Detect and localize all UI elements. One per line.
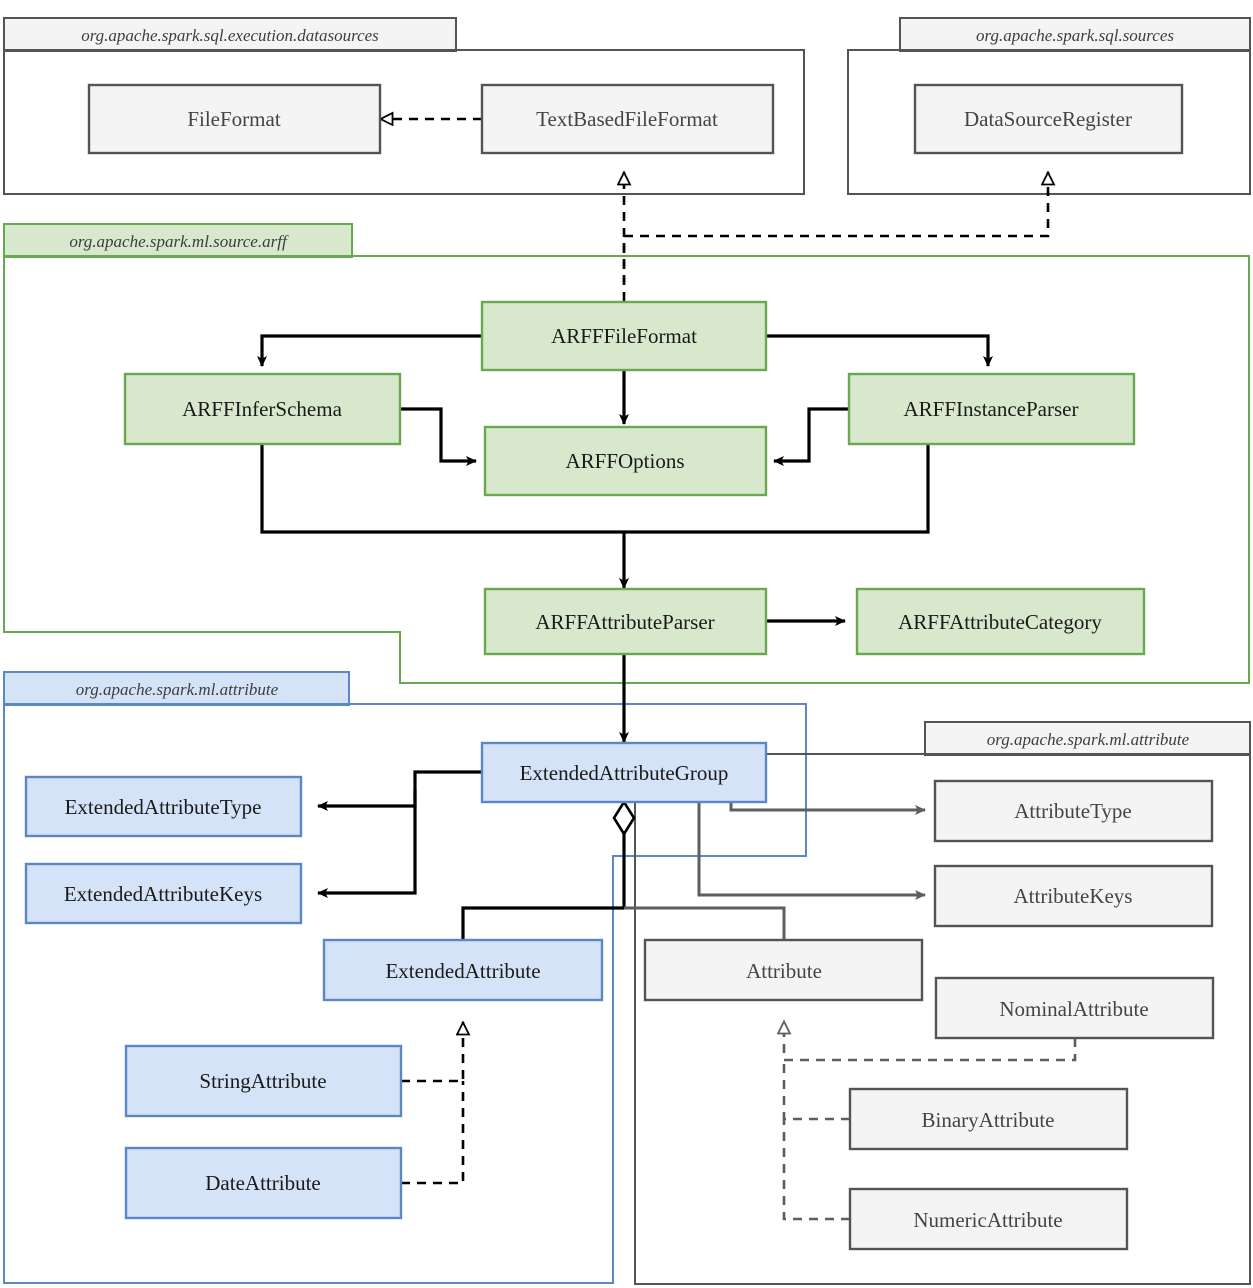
edge-aggregation-to-attribute bbox=[624, 906, 786, 940]
package-arff-label: org.apache.spark.ml.source.arff bbox=[69, 232, 289, 251]
edge-arfffileformat-to-inferschema bbox=[257, 334, 482, 367]
aggregation-diamond-icon bbox=[612, 799, 636, 837]
package-sqlsources-tab bbox=[899, 17, 1251, 52]
package-sqlsources-label: org.apache.spark.sql.sources bbox=[976, 26, 1174, 45]
edge-inferschema-to-attributeparser bbox=[260, 444, 629, 589]
edge-inferschema-to-options bbox=[400, 407, 477, 466]
class-binary-attribute-label: BinaryAttribute bbox=[922, 1108, 1055, 1132]
class-string-attribute-label: StringAttribute bbox=[199, 1069, 326, 1093]
package-datasources: org.apache.spark.sql.execution.datasourc… bbox=[3, 17, 805, 195]
package-arff-body bbox=[3, 255, 1250, 684]
relation-edges bbox=[257, 119, 1077, 1221]
class-arff-instance-parser-label: ARFFInstanceParser bbox=[904, 397, 1079, 421]
package-ml-attribute-gray-label: org.apache.spark.ml.attribute bbox=[987, 730, 1190, 749]
package-ml-attribute-gray: org.apache.spark.ml.attribute bbox=[634, 721, 1251, 1285]
class-attribute-label: Attribute bbox=[746, 959, 822, 983]
class-arff-attribute-category-label: ARFFAttributeCategory bbox=[898, 610, 1102, 634]
class-text-based-file-format-label: TextBasedFileFormat bbox=[536, 107, 718, 131]
class-date-attribute-label: DateAttribute bbox=[205, 1171, 320, 1195]
package-ml-attribute-blue-body bbox=[3, 703, 807, 1284]
class-attribute[interactable]: Attribute bbox=[643, 938, 924, 1002]
package-datasources-body bbox=[3, 49, 805, 195]
class-extended-attribute[interactable]: ExtendedAttribute bbox=[322, 938, 604, 1002]
class-arff-options-label: ARFFOptions bbox=[565, 449, 684, 473]
edge-eag-to-attributekeys bbox=[697, 772, 926, 900]
class-data-source-register[interactable]: DataSourceRegister bbox=[913, 83, 1184, 155]
class-nominal-attribute[interactable]: NominalAttribute bbox=[934, 976, 1215, 1040]
class-attribute-keys-label: AttributeKeys bbox=[1014, 884, 1133, 908]
package-ml-attribute-gray-tab bbox=[924, 721, 1251, 756]
class-extended-attribute-keys[interactable]: ExtendedAttributeKeys bbox=[24, 862, 303, 925]
class-extended-attribute-group[interactable]: ExtendedAttributeGroup bbox=[480, 741, 768, 804]
edge-dateattribute-to-extendedattribute bbox=[401, 1081, 465, 1185]
package-datasources-tab bbox=[3, 17, 457, 52]
class-extended-attribute-type-label: ExtendedAttributeType bbox=[65, 795, 262, 819]
edge-aggregation-to-extendedattribute bbox=[461, 906, 624, 940]
class-arff-file-format-label: ARFFFileFormat bbox=[551, 324, 697, 348]
edge-instanceparser-to-options bbox=[773, 407, 849, 466]
edge-arfffileformat-to-instanceparser bbox=[766, 334, 993, 367]
class-file-format-label: FileFormat bbox=[187, 107, 280, 131]
class-attribute-keys[interactable]: AttributeKeys bbox=[933, 864, 1214, 928]
class-attribute-type-label: AttributeType bbox=[1014, 799, 1132, 823]
class-arff-file-format[interactable]: ARFFFileFormat bbox=[480, 300, 768, 372]
class-string-attribute[interactable]: StringAttribute bbox=[124, 1044, 403, 1118]
class-arff-infer-schema-label: ARFFInferSchema bbox=[182, 397, 342, 421]
class-extended-attribute-group-label: ExtendedAttributeGroup bbox=[520, 761, 729, 785]
package-sqlsources: org.apache.spark.sql.sources bbox=[847, 17, 1251, 195]
class-arff-instance-parser[interactable]: ARFFInstanceParser bbox=[847, 372, 1136, 446]
class-file-format[interactable]: FileFormat bbox=[87, 83, 382, 155]
class-text-based-file-format[interactable]: TextBasedFileFormat bbox=[480, 83, 775, 155]
edge-eag-to-extendedattributekeys bbox=[317, 790, 417, 898]
class-numeric-attribute-label: NumericAttribute bbox=[913, 1208, 1062, 1232]
class-data-source-register-label: DataSourceRegister bbox=[964, 107, 1132, 131]
edge-arfffileformat-to-datasourceregister bbox=[622, 172, 1048, 284]
edge-stringattribute-to-extendedattribute bbox=[401, 1022, 463, 1083]
package-ml-attribute-gray-body bbox=[634, 753, 1251, 1285]
package-ml-attribute-blue: org.apache.spark.ml.attribute bbox=[3, 671, 807, 1284]
class-attribute-type[interactable]: AttributeType bbox=[933, 779, 1214, 843]
edge-numericattribute-to-attribute bbox=[782, 1119, 850, 1221]
class-arff-attribute-category[interactable]: ARFFAttributeCategory bbox=[855, 587, 1146, 656]
class-nominal-attribute-label: NominalAttribute bbox=[999, 997, 1148, 1021]
class-extended-attribute-keys-label: ExtendedAttributeKeys bbox=[64, 882, 262, 906]
package-ml-attribute-blue-label: org.apache.spark.ml.attribute bbox=[76, 680, 279, 699]
class-extended-attribute-type[interactable]: ExtendedAttributeType bbox=[24, 775, 303, 838]
edge-eag-to-extendedattributetype bbox=[317, 770, 482, 811]
class-arff-attribute-parser-label: ARFFAttributeParser bbox=[535, 610, 714, 634]
class-date-attribute[interactable]: DateAttribute bbox=[124, 1146, 403, 1220]
class-numeric-attribute[interactable]: NumericAttribute bbox=[848, 1187, 1129, 1251]
class-arff-options[interactable]: ARFFOptions bbox=[483, 425, 768, 497]
class-extended-attribute-label: ExtendedAttribute bbox=[385, 959, 540, 983]
class-binary-attribute[interactable]: BinaryAttribute bbox=[848, 1087, 1129, 1151]
package-datasources-label: org.apache.spark.sql.execution.datasourc… bbox=[81, 26, 379, 45]
class-arff-attribute-parser[interactable]: ARFFAttributeParser bbox=[483, 587, 768, 656]
edge-nominalattribute-to-attribute bbox=[784, 1021, 1077, 1062]
package-arff: org.apache.spark.ml.source.arff bbox=[3, 223, 1250, 684]
edge-instanceparser-to-attributeparser bbox=[624, 444, 930, 534]
class-arff-infer-schema[interactable]: ARFFInferSchema bbox=[123, 372, 402, 446]
